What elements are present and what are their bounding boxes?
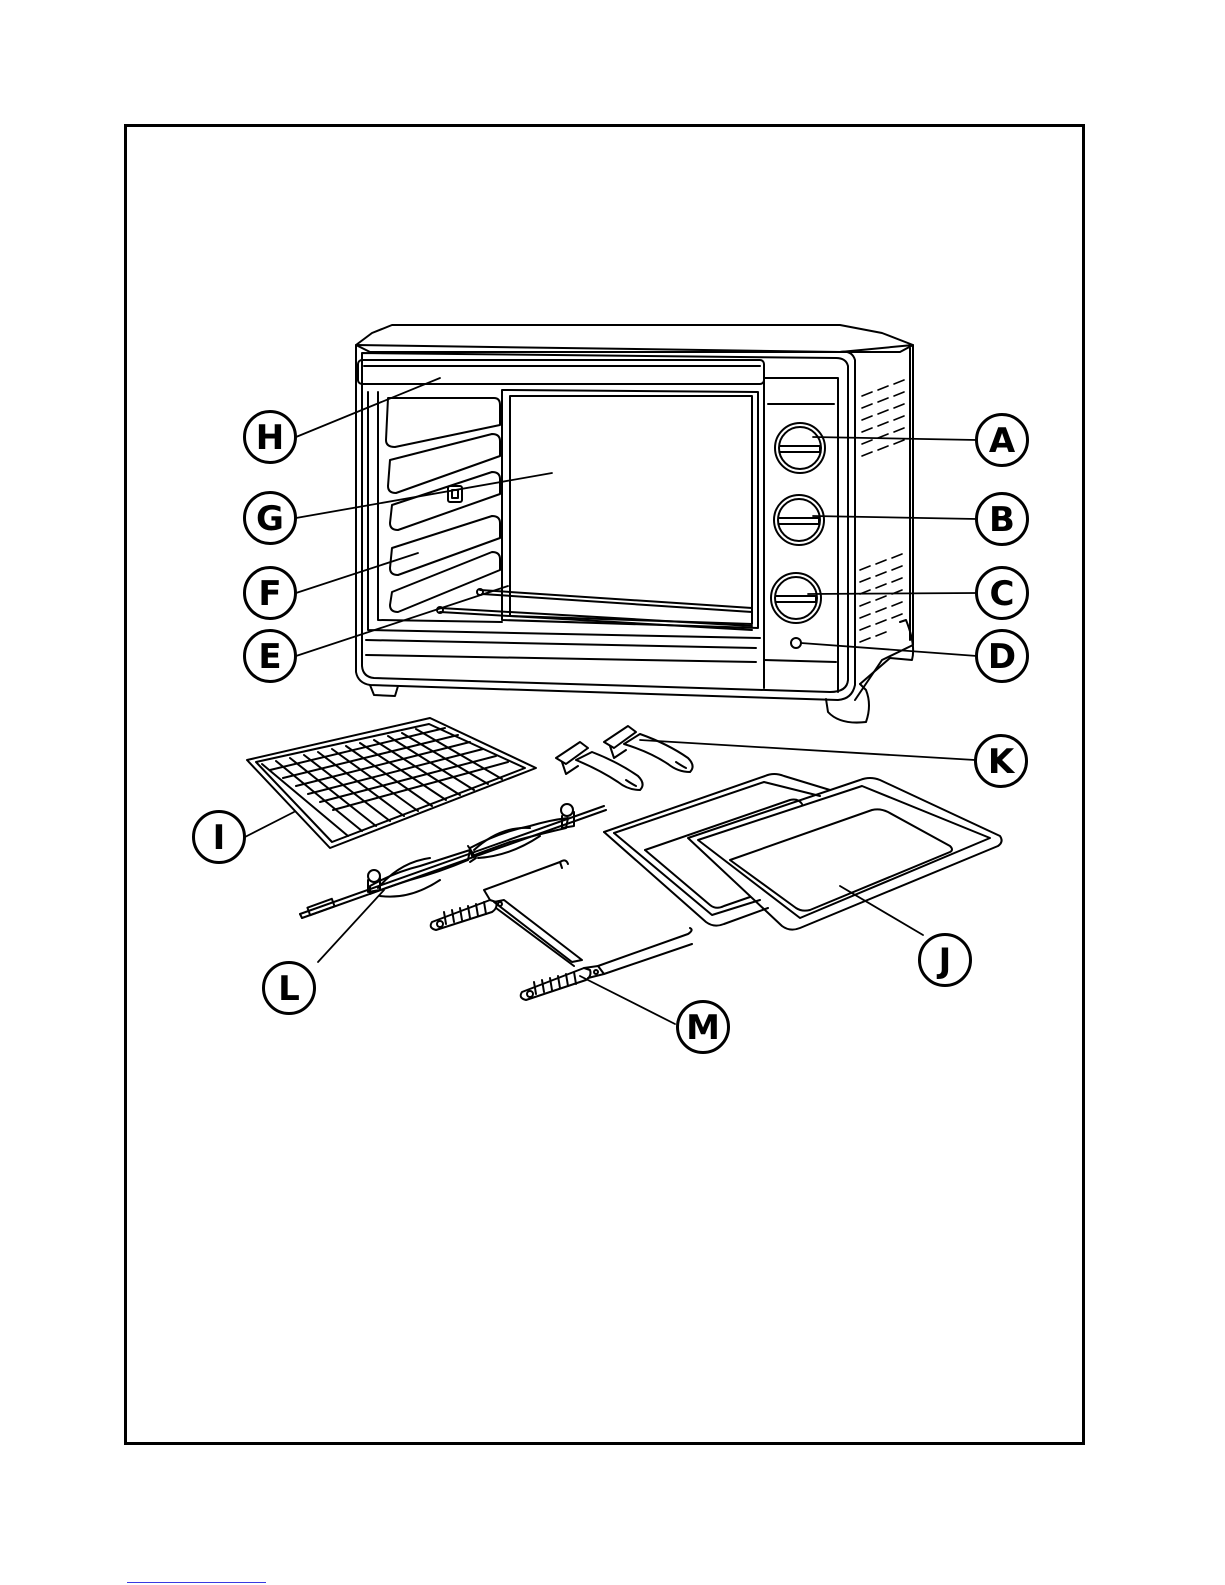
callout-M: M: [678, 1002, 729, 1053]
callout-M-label: M: [686, 1008, 720, 1048]
callout-L: L: [264, 963, 315, 1014]
callout-H-label: H: [256, 418, 284, 458]
spit-lifting-tool: [431, 860, 692, 1000]
callout-D: D: [977, 631, 1028, 682]
baking-trays: [604, 774, 1002, 930]
callout-A: A: [977, 415, 1028, 466]
callout-I-label: I: [213, 818, 226, 858]
callout-C: C: [977, 568, 1028, 619]
callout-B: B: [977, 494, 1028, 545]
callout-E: E: [245, 631, 296, 682]
callout-K: K: [976, 736, 1027, 787]
callout-E-label: E: [258, 637, 281, 677]
callout-G: G: [245, 493, 296, 544]
callout-J-label: J: [937, 941, 952, 981]
callout-H: H: [245, 412, 296, 463]
footer-rule: [127, 1582, 266, 1583]
callout-J: J: [920, 935, 971, 986]
callout-L-label: L: [278, 969, 300, 1009]
callout-D-label: D: [988, 637, 1016, 677]
callout-A-label: A: [989, 421, 1016, 461]
side-vents: [860, 380, 904, 642]
callout-B-label: B: [989, 500, 1015, 540]
callout-K-label: K: [988, 742, 1016, 782]
callout-C-label: C: [990, 574, 1015, 614]
toaster-oven: [356, 325, 913, 723]
callout-I: I: [194, 812, 245, 863]
callout-G-label: G: [256, 499, 284, 539]
tray-handle-tools: [556, 726, 693, 790]
callout-F-label: F: [258, 574, 281, 614]
leader-lines: [245, 378, 977, 1024]
callout-F: F: [245, 568, 296, 619]
wire-rack: [247, 718, 536, 848]
